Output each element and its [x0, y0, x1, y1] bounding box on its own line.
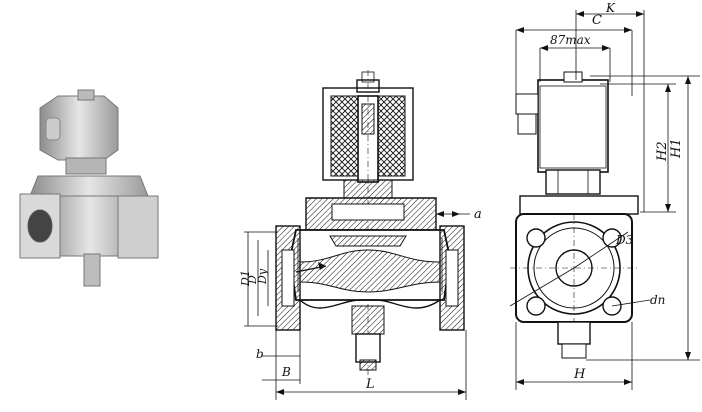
label-H2: H2	[655, 141, 670, 162]
label-B: B	[281, 365, 291, 379]
label-K: K	[605, 1, 616, 15]
label-b: b	[256, 347, 264, 361]
label-D1: D1	[239, 270, 252, 287]
label-H1: H1	[669, 138, 684, 159]
section-dimensions	[244, 211, 470, 400]
valve-end-view	[509, 71, 651, 359]
label-D: D	[246, 275, 259, 285]
label-a: a	[474, 207, 482, 222]
label-dn: dn	[650, 293, 665, 307]
valve-photo	[19, 89, 159, 287]
label-D3: D3	[615, 233, 634, 247]
label-H: H	[573, 367, 586, 382]
label-L: L	[365, 377, 375, 392]
label-C: C	[592, 13, 602, 28]
label-Dy: Dy	[256, 268, 269, 285]
end-view-dimensions	[515, 10, 700, 390]
label-87max: 87max	[550, 33, 591, 47]
valve-section-view	[275, 70, 465, 380]
